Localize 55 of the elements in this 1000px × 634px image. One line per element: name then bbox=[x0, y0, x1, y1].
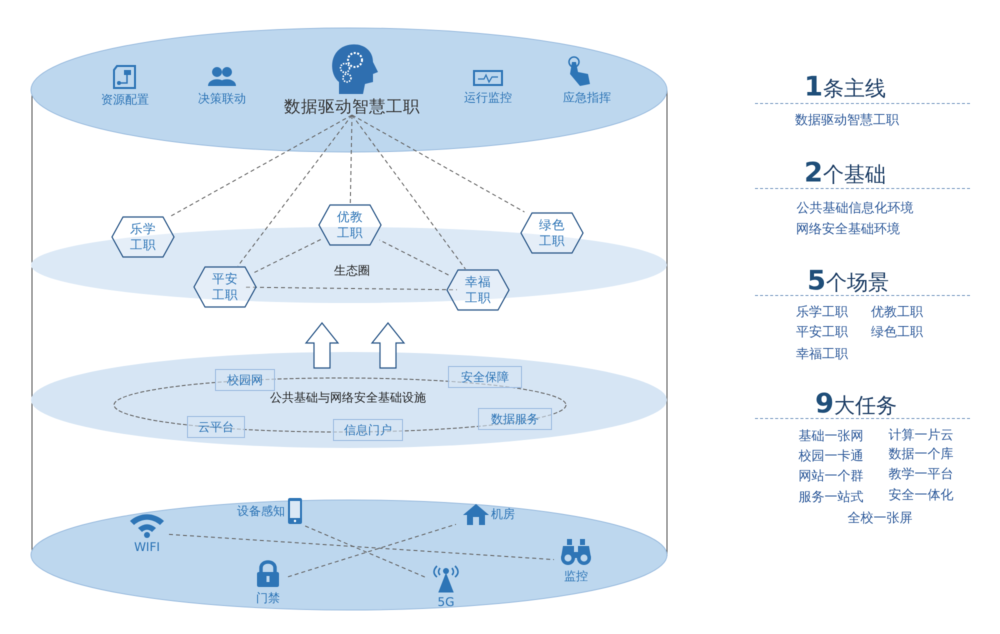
icon-label: 5G bbox=[438, 594, 454, 608]
center-label: 公共基础与网络安全基础设施 bbox=[270, 390, 426, 406]
connector-line bbox=[352, 114, 466, 270]
list-item: 数据驱动智慧工职 bbox=[795, 112, 899, 129]
label-box: 校园网 bbox=[215, 369, 275, 391]
label-box: 安全保障 bbox=[448, 366, 522, 388]
connector-line bbox=[237, 114, 352, 266]
hexagon-box: 平安工职 bbox=[193, 266, 257, 308]
connector-line bbox=[246, 286, 458, 290]
icon-label: 决策联动 bbox=[198, 90, 246, 108]
hexagon-box: 幸福工职 bbox=[446, 269, 510, 311]
section-heading: 2个基础 bbox=[804, 158, 886, 188]
list-item: 平安工职 bbox=[796, 324, 848, 341]
icon-label: WIFI bbox=[134, 540, 160, 554]
hexagon-box: 优教工职 bbox=[318, 204, 382, 246]
hexagon-box: 绿色工职 bbox=[520, 212, 584, 254]
label-box: 信息门户 bbox=[333, 419, 403, 441]
list-item: 优教工职 bbox=[871, 304, 923, 321]
section-heading: 1条主线 bbox=[804, 72, 886, 102]
center-label: 生态圈 bbox=[334, 262, 370, 280]
list-item: 绿色工职 bbox=[871, 324, 923, 341]
connector-line bbox=[379, 240, 449, 276]
list-item: 基础一张网 bbox=[798, 428, 864, 445]
section-heading: 9大任务 bbox=[815, 388, 897, 420]
list-item: 校园一卡通 bbox=[798, 448, 864, 465]
list-item: 乐学工职 bbox=[796, 304, 848, 321]
list-item: 数据一个库 bbox=[888, 446, 954, 463]
list-item: 网站一个群 bbox=[798, 468, 864, 485]
section-heading: 5个场景 bbox=[807, 266, 889, 296]
connector-line bbox=[168, 534, 554, 560]
list-item: 网络安全基础环境 bbox=[796, 221, 900, 238]
label-box: 数据服务 bbox=[478, 408, 552, 430]
connector-line bbox=[304, 526, 426, 578]
list-item: 服务一站式 bbox=[798, 489, 864, 506]
list-item: 安全一体化 bbox=[888, 487, 954, 504]
list-item: 公共基础信息化环境 bbox=[796, 200, 914, 217]
center-title: 数据驱动智慧工职 bbox=[284, 96, 420, 118]
icon-label: 运行监控 bbox=[464, 90, 512, 106]
connector-line bbox=[254, 239, 322, 273]
icon-label: 门禁 bbox=[256, 590, 280, 606]
list-item: 幸福工职 bbox=[796, 346, 848, 363]
label-box: 云平台 bbox=[187, 416, 245, 438]
list-item: 教学一平台 bbox=[888, 466, 954, 483]
icon-label: 应急指挥 bbox=[563, 90, 611, 106]
list-item: 全校一张屏 bbox=[848, 510, 912, 527]
connector-line bbox=[170, 114, 352, 216]
icon-label: 监控 bbox=[564, 568, 588, 584]
list-item: 计算一片云 bbox=[888, 427, 954, 444]
icon-label: 机房 bbox=[491, 506, 515, 522]
connector-line bbox=[352, 114, 525, 212]
icon-label: 资源配置 bbox=[101, 92, 149, 108]
icon-label: 设备感知 bbox=[237, 502, 285, 520]
connector-line bbox=[288, 524, 456, 578]
connector-line bbox=[350, 114, 352, 204]
hexagon-box: 乐学工职 bbox=[111, 216, 175, 258]
